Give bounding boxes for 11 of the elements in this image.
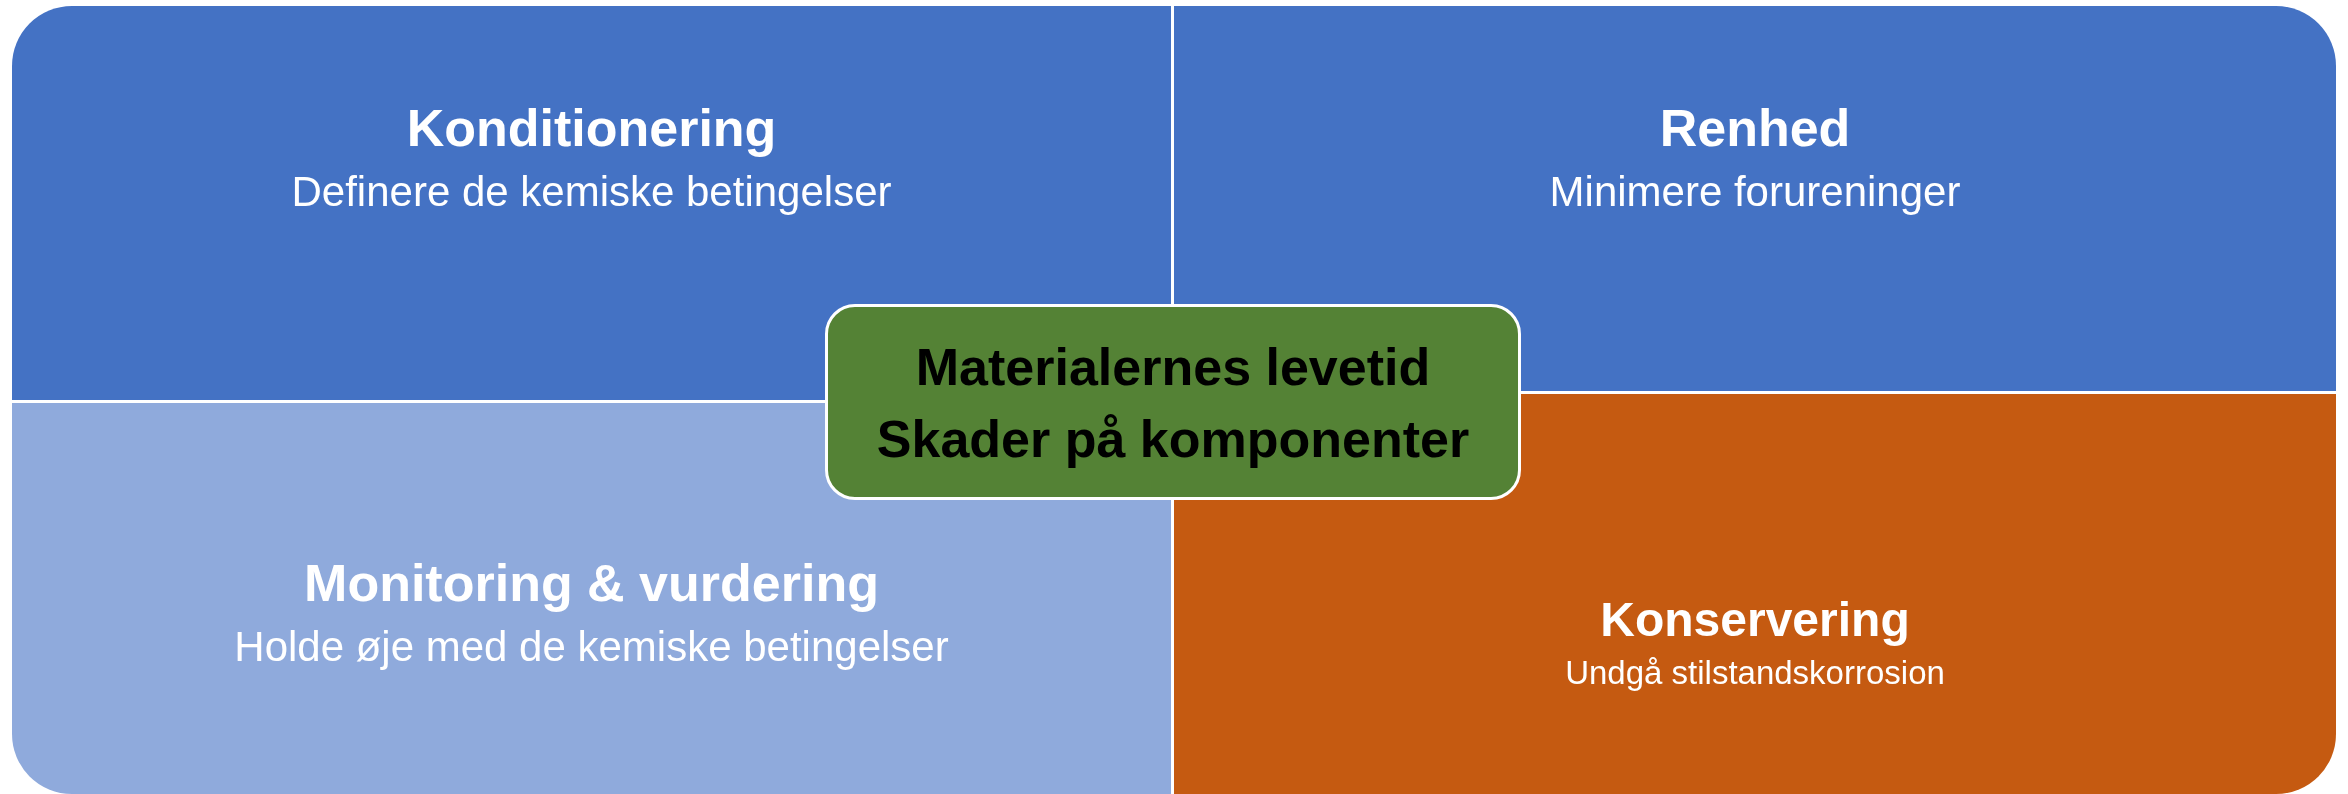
center-text: Materialernes levetid [915,337,1431,397]
panel-title: Renhed [1659,98,1851,158]
panel-title: Monitoring & vurdering [304,553,879,613]
panel-title: Konditionering [406,98,777,158]
center-box [825,304,1521,500]
panel-subtitle: Definere de kemiske betingelser [291,168,892,216]
center-text: Skader på komponenter [876,409,1470,469]
panel-subtitle: Undgå stilstandskorrosion [1565,654,1945,692]
panel-subtitle: Holde øje med de kemiske betingelser [234,623,949,671]
panel-subtitle: Minimere forureninger [1549,168,1961,216]
panel-title: Konservering [1600,592,1910,647]
